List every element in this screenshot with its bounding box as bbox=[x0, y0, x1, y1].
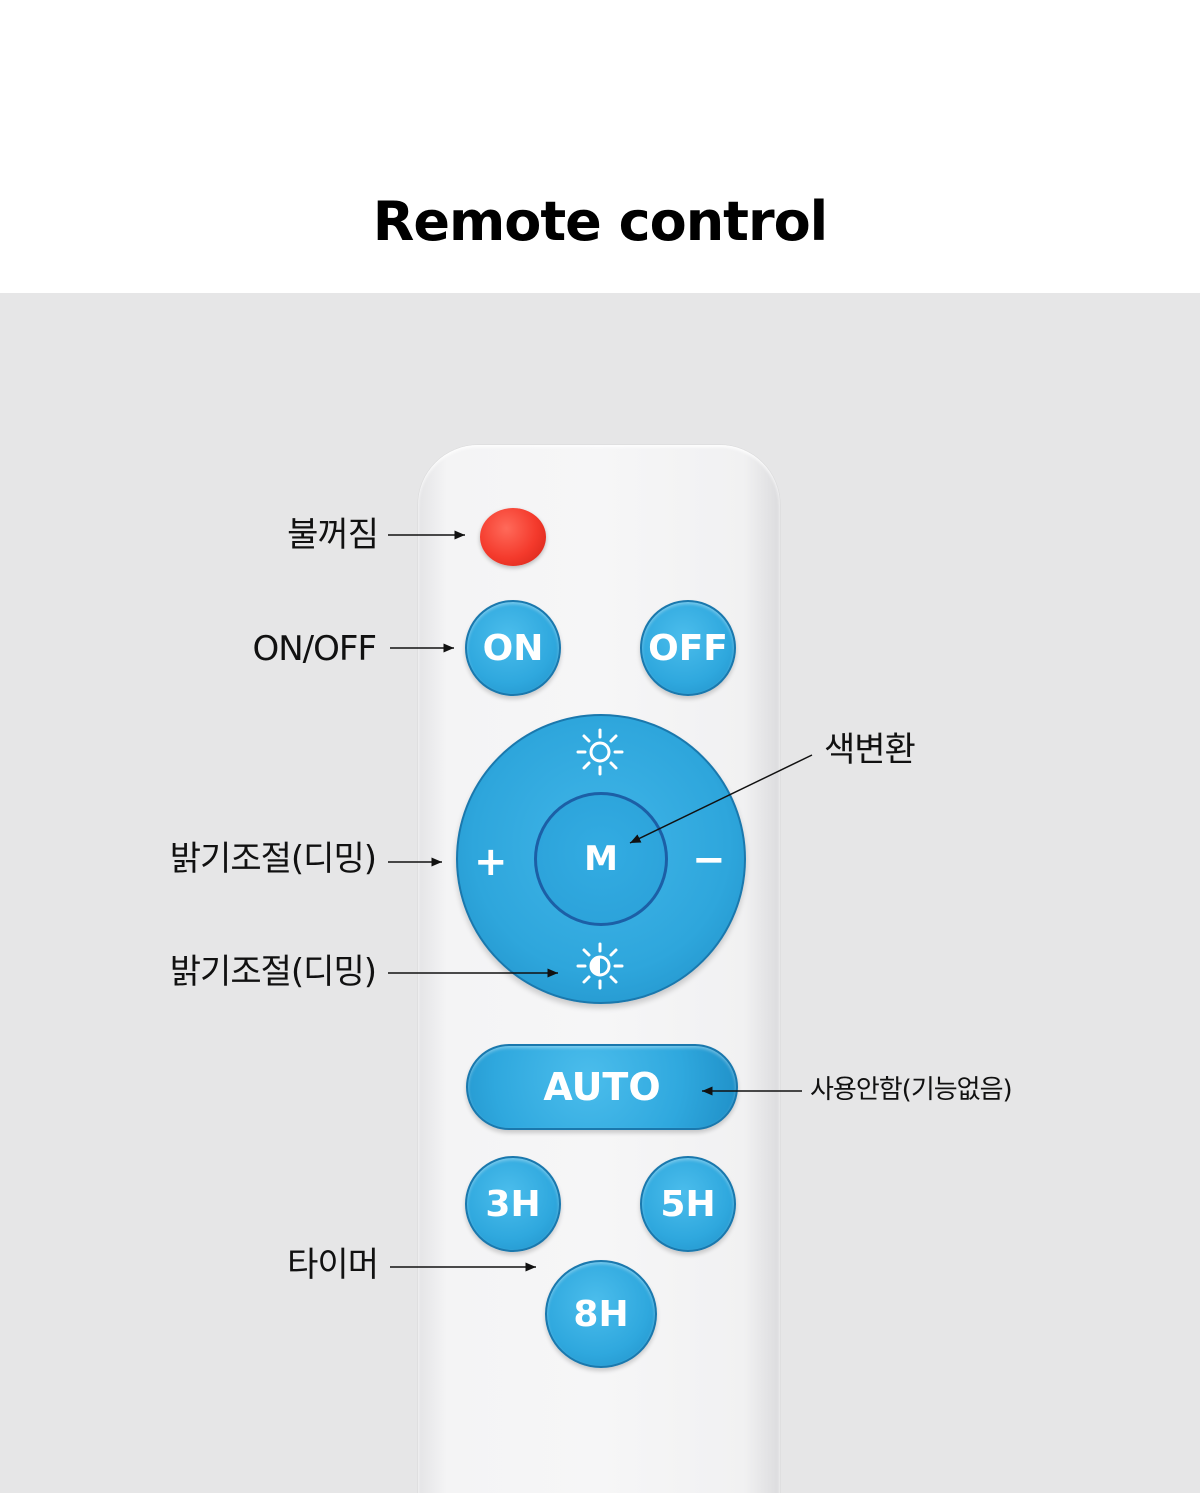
sun-icon[interactable] bbox=[574, 726, 626, 778]
label-power-off: 불꺼짐 bbox=[287, 515, 379, 555]
label-auto-unused: 사용안함(기능없음) bbox=[810, 1075, 1013, 1105]
label-timer: 타이머 bbox=[287, 1245, 379, 1285]
label-color-change: 색변환 bbox=[824, 730, 916, 770]
header: Remote control bbox=[0, 0, 1200, 293]
off-button[interactable]: OFF bbox=[640, 600, 736, 696]
timer-5h-button[interactable]: 5H bbox=[640, 1156, 736, 1252]
timer-3h-button[interactable]: 3H bbox=[465, 1156, 561, 1252]
auto-button[interactable]: AUTO bbox=[466, 1044, 738, 1130]
brightness-down-button[interactable]: − bbox=[692, 837, 726, 883]
label-dimming-2: 밝기조절(디밍) bbox=[169, 952, 377, 992]
brightness-up-button[interactable]: + bbox=[474, 839, 508, 885]
on-button[interactable]: ON bbox=[465, 600, 561, 696]
timer-8h-button[interactable]: 8H bbox=[545, 1260, 657, 1368]
half-sun-icon[interactable] bbox=[574, 940, 626, 992]
label-dimming-1: 밝기조절(디밍) bbox=[169, 839, 377, 879]
label-on-off: ON/OFF bbox=[252, 629, 377, 669]
mode-button[interactable]: M bbox=[534, 792, 668, 926]
page-title: Remote control bbox=[372, 190, 828, 253]
power-off-button[interactable] bbox=[480, 508, 546, 566]
